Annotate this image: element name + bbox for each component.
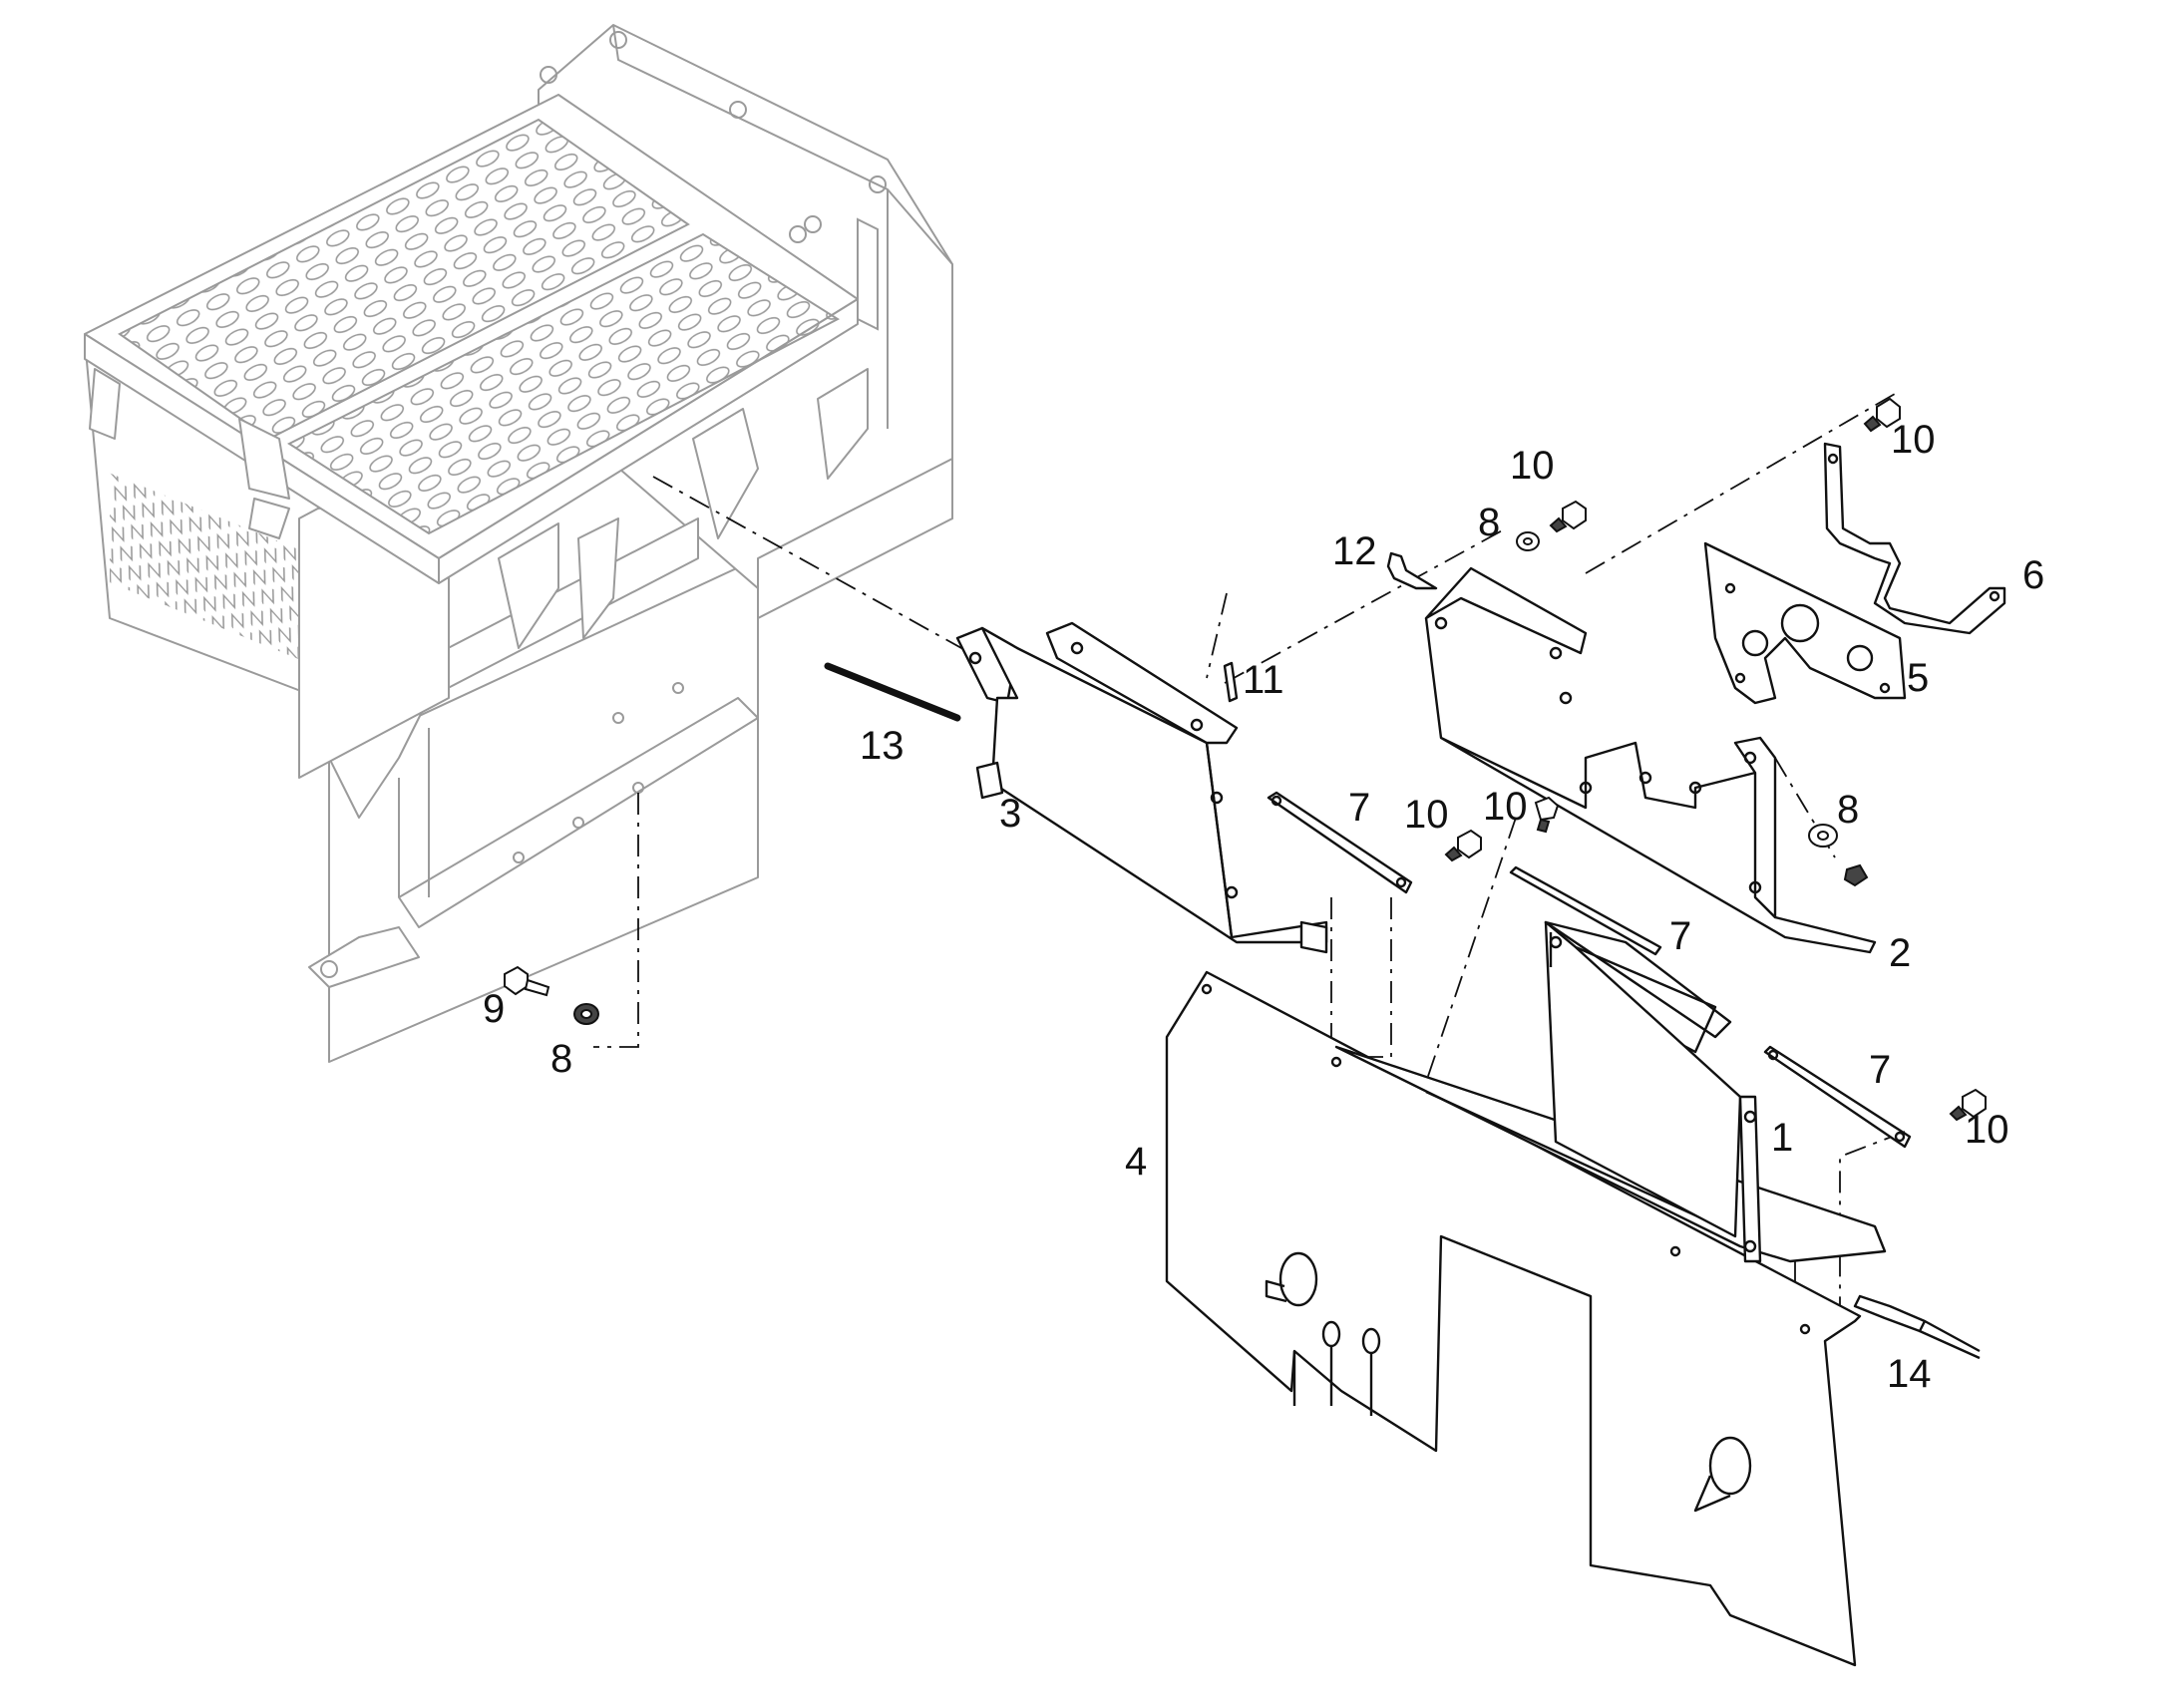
part-14-pin: [1853, 1294, 1981, 1360]
callout-labels: 1 2 3 4 5 6 7 7 7 8 8 8 9 10 10 10 10 10…: [483, 418, 2044, 1396]
callout-13: 13: [860, 724, 905, 768]
callout-2: 2: [1889, 931, 1911, 975]
part-12-clip: [1386, 551, 1438, 590]
callout-10-center-right: 10: [1483, 785, 1528, 829]
callout-6: 6: [2022, 553, 2044, 597]
callout-7-lower: 7: [1869, 1048, 1891, 1092]
callout-1: 1: [1771, 1116, 1793, 1160]
callout-12: 12: [1332, 529, 1377, 573]
part-3-cover-bracket: [955, 621, 1328, 954]
fastener-hardware: [504, 397, 1987, 1122]
callout-10-top-center: 10: [1510, 444, 1555, 488]
callout-11: 11: [1243, 658, 1284, 702]
part-5-bracket-plate: [1703, 541, 1907, 705]
callout-8-left: 8: [550, 1037, 572, 1081]
callout-7-middle: 7: [1669, 914, 1691, 958]
callout-4: 4: [1125, 1140, 1147, 1184]
callout-7-upper: 7: [1348, 786, 1370, 830]
part-7-straps: [1267, 791, 1912, 1149]
callout-10-center-left: 10: [1404, 793, 1449, 837]
callout-5: 5: [1907, 656, 1929, 700]
callout-10-top-right: 10: [1891, 418, 1936, 462]
callout-8-top: 8: [1478, 501, 1500, 544]
part-13-rod: [824, 662, 961, 722]
part-2-cover-bracket: [1424, 566, 1877, 954]
callout-9: 9: [483, 987, 505, 1031]
part-11-pin: [1223, 661, 1239, 703]
callout-10-bottom-right: 10: [1965, 1108, 2009, 1152]
callout-8-right: 8: [1837, 788, 1859, 832]
part-4-rear-panel: [1165, 970, 1887, 1667]
battery-box-step-assembly: [84, 24, 953, 1063]
callout-3: 3: [999, 792, 1021, 836]
part-1-cover-bracket: [1544, 920, 1762, 1263]
part-6-bent-strap: [1823, 442, 2006, 635]
callout-14: 14: [1887, 1352, 1932, 1396]
assembly-centerlines: [593, 393, 1906, 1321]
